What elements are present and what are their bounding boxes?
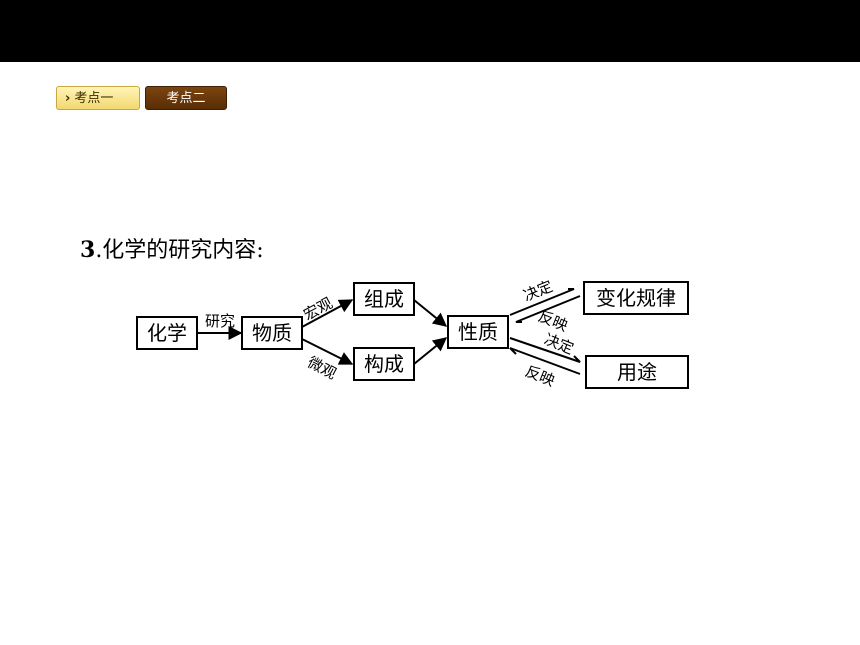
node-structure-label: 构成 <box>364 352 404 376</box>
node-change-law-label: 变化规律 <box>596 286 676 310</box>
edge-label-micro: 微观 <box>305 353 340 383</box>
node-use-label: 用途 <box>617 360 657 384</box>
node-matter <box>241 316 303 350</box>
arrow-change-law-to-property <box>515 295 581 323</box>
node-matter-label: 物质 <box>252 321 292 345</box>
edge-label-determine-upper: 决定 <box>521 277 556 305</box>
tab-point-one[interactable]: ›考点一 <box>56 86 140 110</box>
tab-point-two[interactable]: 考点二 <box>145 86 227 110</box>
arrow-composition-to-property <box>413 299 448 327</box>
edge-label-research: 研究 <box>205 312 235 330</box>
arrow-matter-to-structure <box>301 338 354 365</box>
top-bar <box>0 0 860 62</box>
tab-point-one-label: 考点一 <box>74 91 114 106</box>
node-chemistry <box>136 316 198 350</box>
node-use <box>585 355 689 389</box>
node-chemistry-label: 化学 <box>147 321 187 345</box>
tab-point-two-label: 考点二 <box>166 91 206 106</box>
node-property-label: 性质 <box>458 320 498 344</box>
edge-label-reflect-upper: 反映 <box>536 307 571 335</box>
edge-label-reflect-lower: 反映 <box>523 362 558 390</box>
node-composition <box>353 282 415 316</box>
arrow-property-to-change-law <box>509 288 575 316</box>
node-property <box>447 315 509 349</box>
arrow-property-to-use <box>509 337 581 363</box>
arrow-use-to-property <box>509 347 581 375</box>
chevron-right-icon: › <box>65 91 71 106</box>
node-composition-label: 组成 <box>364 287 404 311</box>
arrow-matter-to-composition <box>301 299 354 328</box>
arrow-structure-to-property <box>413 337 448 365</box>
section-heading: 3.化学的研究内容: <box>80 232 264 264</box>
node-change-law <box>583 281 689 315</box>
heading-text: .化学的研究内容: <box>95 238 264 263</box>
heading-number: 3 <box>80 237 96 263</box>
